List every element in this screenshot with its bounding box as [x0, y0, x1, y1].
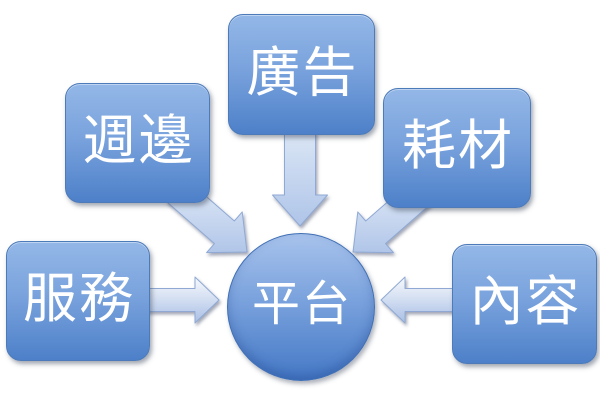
node-box-content: 內容 [452, 244, 597, 364]
arrow-right-to-center [380, 276, 455, 324]
arrow-left-to-center [145, 276, 220, 324]
node-label-consumables: 耗材 [402, 116, 514, 176]
node-circle-platform: 平台 [227, 233, 375, 381]
node-box-advertising: 廣告 [228, 14, 375, 135]
node-label-advertising: 廣告 [246, 42, 359, 103]
node-box-services: 服務 [6, 241, 150, 361]
node-label-services: 服務 [23, 269, 135, 329]
node-box-peripherals: 週邊 [65, 83, 210, 203]
node-label-content: 內容 [469, 272, 582, 332]
node-label-peripherals: 週邊 [82, 111, 195, 171]
node-label-platform: 平台 [251, 278, 352, 331]
node-box-consumables: 耗材 [383, 88, 531, 208]
arrow-top-to-center [272, 131, 328, 227]
